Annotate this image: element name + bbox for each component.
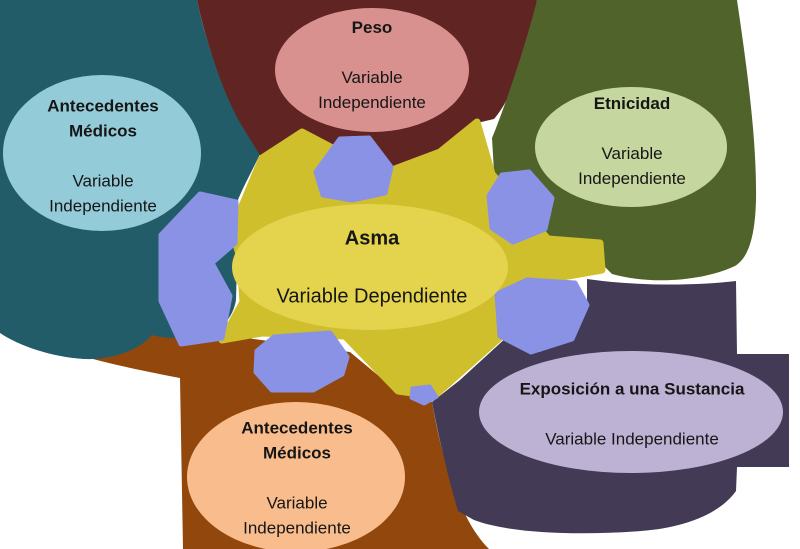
- connector-hexagon-top: [313, 135, 394, 203]
- connector-hexagon-left: [158, 191, 239, 347]
- node-ellipse-asma: [232, 204, 508, 330]
- connector-hexagon-upper-right: [486, 169, 555, 245]
- node-ellipse-etnicidad: [535, 87, 727, 207]
- node-ellipse-antecedentes-izquierda: [3, 75, 201, 231]
- node-ellipse-antecedentes-inferior: [187, 402, 405, 549]
- connector-hexagon-bottom-left: [253, 330, 350, 393]
- node-ellipse-exposicion: [479, 351, 783, 473]
- connector-hexagon-bottom-small: [409, 384, 439, 406]
- node-ellipse-peso: [275, 8, 469, 132]
- connector-hexagon-right: [494, 277, 590, 355]
